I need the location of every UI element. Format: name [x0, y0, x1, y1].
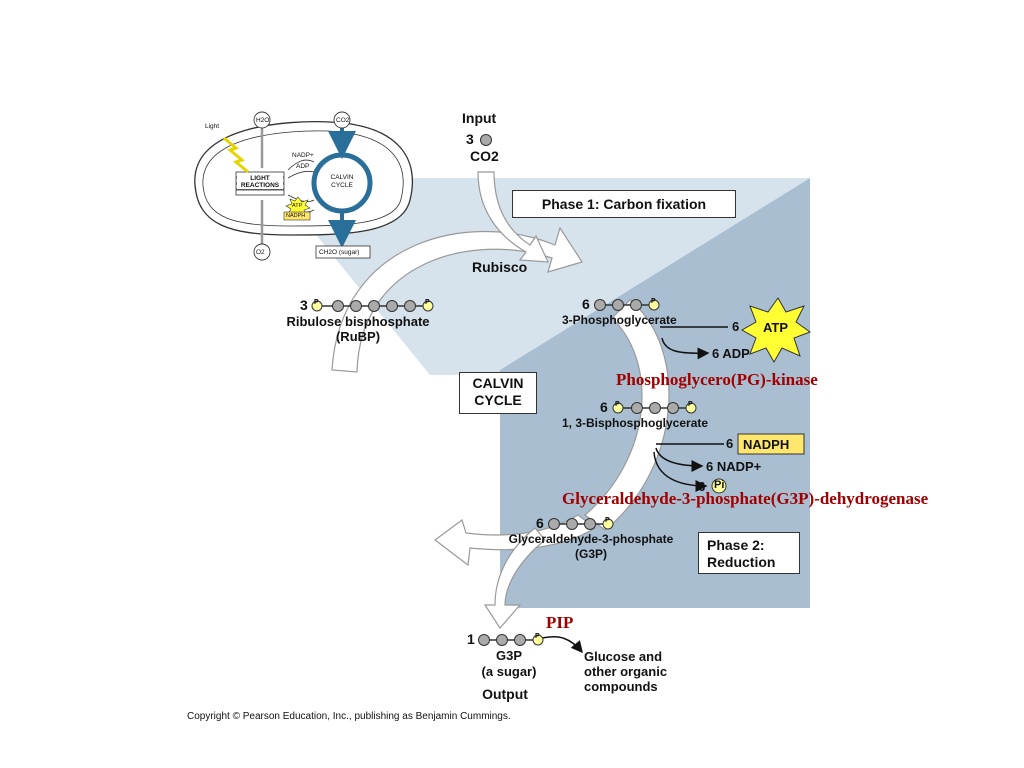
calvin-cycle-box: CALVIN CYCLE	[459, 372, 537, 414]
inset-light-reactions-label: LIGHT REACTIONS	[237, 175, 283, 189]
output-phosphate: P	[535, 633, 540, 640]
inset-co2-label: CO2	[336, 117, 350, 124]
input-molecule: CO2	[470, 148, 499, 164]
pga-molecule	[592, 297, 662, 318]
output-arrow	[483, 527, 546, 629]
output-title: Output	[482, 686, 528, 702]
phase1-background	[270, 178, 810, 375]
g3p-name: Glyceraldehyde-3-phosphate	[508, 532, 674, 546]
pi-count: 6	[698, 479, 706, 494]
inset-h2o-label: H2O	[256, 117, 270, 124]
output-name: G3P	[495, 648, 523, 663]
adp-arrow	[661, 337, 710, 360]
bpg-molecule	[611, 400, 699, 421]
nadp-label: 6 NADP+	[706, 459, 762, 474]
pga-name: 3-Phosphoglycerate	[562, 313, 677, 327]
nadp-arrow	[655, 447, 704, 472]
bpg-phosphate-2: P	[688, 401, 693, 408]
copyright: Copyright © Pearson Education, Inc., pub…	[187, 711, 511, 722]
inset-sugar-label: CH2O (sugar)	[319, 249, 360, 256]
output-desc: (a sugar)	[481, 664, 537, 679]
input-arrow	[477, 171, 549, 263]
rubp-name: Ribulose bisphosphate	[286, 314, 430, 329]
rubp-count: 3	[300, 297, 308, 313]
inset-nadp-label: NADP+	[292, 152, 314, 159]
nadph-count: 6	[726, 436, 734, 451]
pg-kinase-annotation: Phosphoglycero(PG)-kinase	[616, 370, 818, 389]
cycle-arrow-right	[584, 299, 670, 531]
rubp-phosphate-2: P	[425, 299, 430, 306]
rubp-molecule	[310, 298, 440, 319]
inset-o2-label: O2	[256, 249, 265, 256]
output-count: 1	[467, 631, 475, 647]
rubp-abbr: (RuBP)	[335, 329, 381, 344]
glucose-line3: compounds	[584, 679, 658, 694]
bpg-name: 1, 3-Bisphosphoglycerate	[562, 416, 709, 430]
pi-arrow	[653, 451, 708, 492]
nadph-label: NADPH	[743, 437, 790, 452]
atp-count: 6	[732, 319, 740, 334]
calvin-line2: CYCLE	[474, 392, 522, 408]
pi-molecule	[710, 477, 728, 500]
g3p-count: 6	[536, 515, 544, 531]
inset-light-label: Light	[205, 123, 220, 130]
bpg-phosphate-1: P	[615, 401, 620, 408]
inset-adp-label: ADP	[296, 163, 310, 170]
calvin-line1: CALVIN	[472, 375, 524, 391]
output-molecule	[476, 632, 546, 653]
nadph-box	[737, 433, 805, 455]
pga-phosphate: P	[651, 298, 656, 305]
phase2-line2: Reduction	[707, 554, 776, 570]
g3p-molecule	[546, 516, 616, 537]
cycle-arrow-top	[331, 226, 583, 373]
input-count: 3	[466, 131, 474, 147]
inset-chloroplast	[194, 111, 414, 261]
rubp-phosphate-1: P	[314, 299, 319, 306]
bpg-count: 6	[600, 399, 608, 415]
pip-annotation: PIP	[546, 613, 574, 632]
glucose-line1: Glucose and	[584, 649, 663, 664]
input-title: Input	[462, 110, 497, 126]
pga-count: 6	[582, 296, 590, 312]
phase2-line1: Phase 2:	[707, 537, 765, 553]
g3p-phosphate: P	[605, 517, 610, 524]
adp-label: 6 ADP	[712, 346, 750, 361]
g3p-abbr: (G3P)	[574, 547, 608, 561]
atp-label: ATP	[763, 320, 789, 335]
inset-atp-label: ATP	[292, 203, 303, 209]
pi-label: Pi	[714, 479, 725, 491]
rubisco-label: Rubisco	[472, 259, 528, 275]
inset-calvin-label: CALVIN CYCLE	[330, 174, 354, 189]
phase2-box: Phase 2: Reduction	[698, 532, 800, 574]
glucose-line2: other organic	[584, 664, 668, 679]
inset-nadph-label: NADPH	[286, 213, 306, 219]
g3p-dehydrogenase-annotation: Glyceraldehyde-3-phosphate(G3P)-dehydrog…	[562, 489, 929, 508]
input-co2-molecule	[479, 133, 493, 152]
atp-starburst	[740, 297, 812, 364]
phase1-label: Phase 1: Carbon fixation	[512, 190, 736, 218]
